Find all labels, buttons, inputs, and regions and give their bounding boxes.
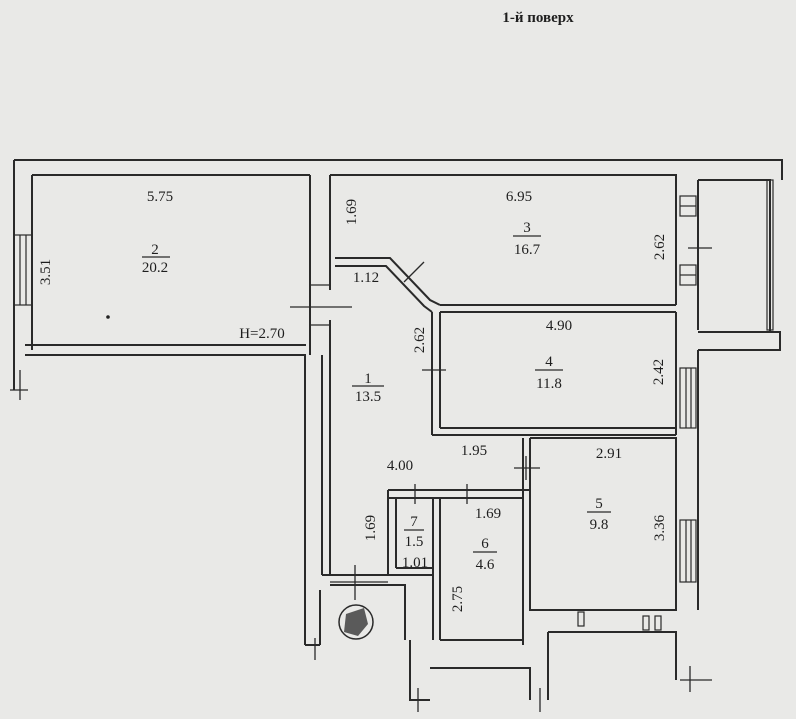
dim-room5-depth: 3.36: [652, 514, 668, 541]
dim-room6-width: 1.69: [475, 506, 501, 522]
stamp-circle: [338, 604, 374, 640]
dim-corridor-top: 1.69: [344, 199, 360, 225]
dim-room4-depth: 2.42: [651, 359, 667, 385]
room-labels: 2 20.2 3 16.7 4 11.8 1 13.5 5 9.8 6 4.6 …: [142, 220, 611, 573]
room-2-number: 2: [151, 242, 159, 258]
dim-room3-depth: 2.62: [652, 234, 668, 260]
room-6-area: 4.6: [476, 557, 495, 573]
dim-room2-depth: 3.51: [38, 259, 54, 285]
room-5-number: 5: [595, 496, 603, 512]
room-1-number: 1: [364, 371, 372, 387]
stamp-blot: [344, 608, 368, 636]
dim-room7-width: 1.01: [402, 555, 428, 571]
dimension-labels: 5.75 3.51 H=2.70 6.95 2.62 1.69 1.12 2.6…: [38, 189, 668, 612]
room-3-number: 3: [523, 220, 531, 236]
room-5-area: 9.8: [590, 517, 609, 533]
room-4-area: 11.8: [536, 376, 562, 392]
dim-room4-left: 2.62: [412, 327, 428, 353]
room-1-area: 13.5: [355, 389, 381, 405]
dim-hall-width: 4.00: [387, 458, 413, 474]
dim-room7-depth: 1.69: [363, 515, 379, 541]
dim-room6-depth: 2.75: [450, 586, 466, 612]
dim-room2-width: 5.75: [147, 189, 173, 205]
room-4-number: 4: [545, 354, 553, 370]
room-7-area: 1.5: [405, 534, 424, 550]
room-2-area: 20.2: [142, 260, 168, 276]
room-3-area: 16.7: [514, 242, 541, 258]
dot-mark: [106, 315, 110, 319]
dim-room3-width: 6.95: [506, 189, 532, 205]
height-label: H=2.70: [239, 326, 285, 342]
dim-corridor-wall: 1.12: [353, 270, 379, 286]
dim-room5-width: 2.91: [596, 446, 622, 462]
dim-hall-segment: 1.95: [461, 443, 487, 459]
room-6-number: 6: [481, 536, 489, 552]
room-7-number: 7: [410, 514, 418, 530]
window-marks: [10, 179, 774, 712]
dim-room4-width: 4.90: [546, 318, 572, 334]
floor-title: 1-й поверх: [502, 10, 574, 26]
